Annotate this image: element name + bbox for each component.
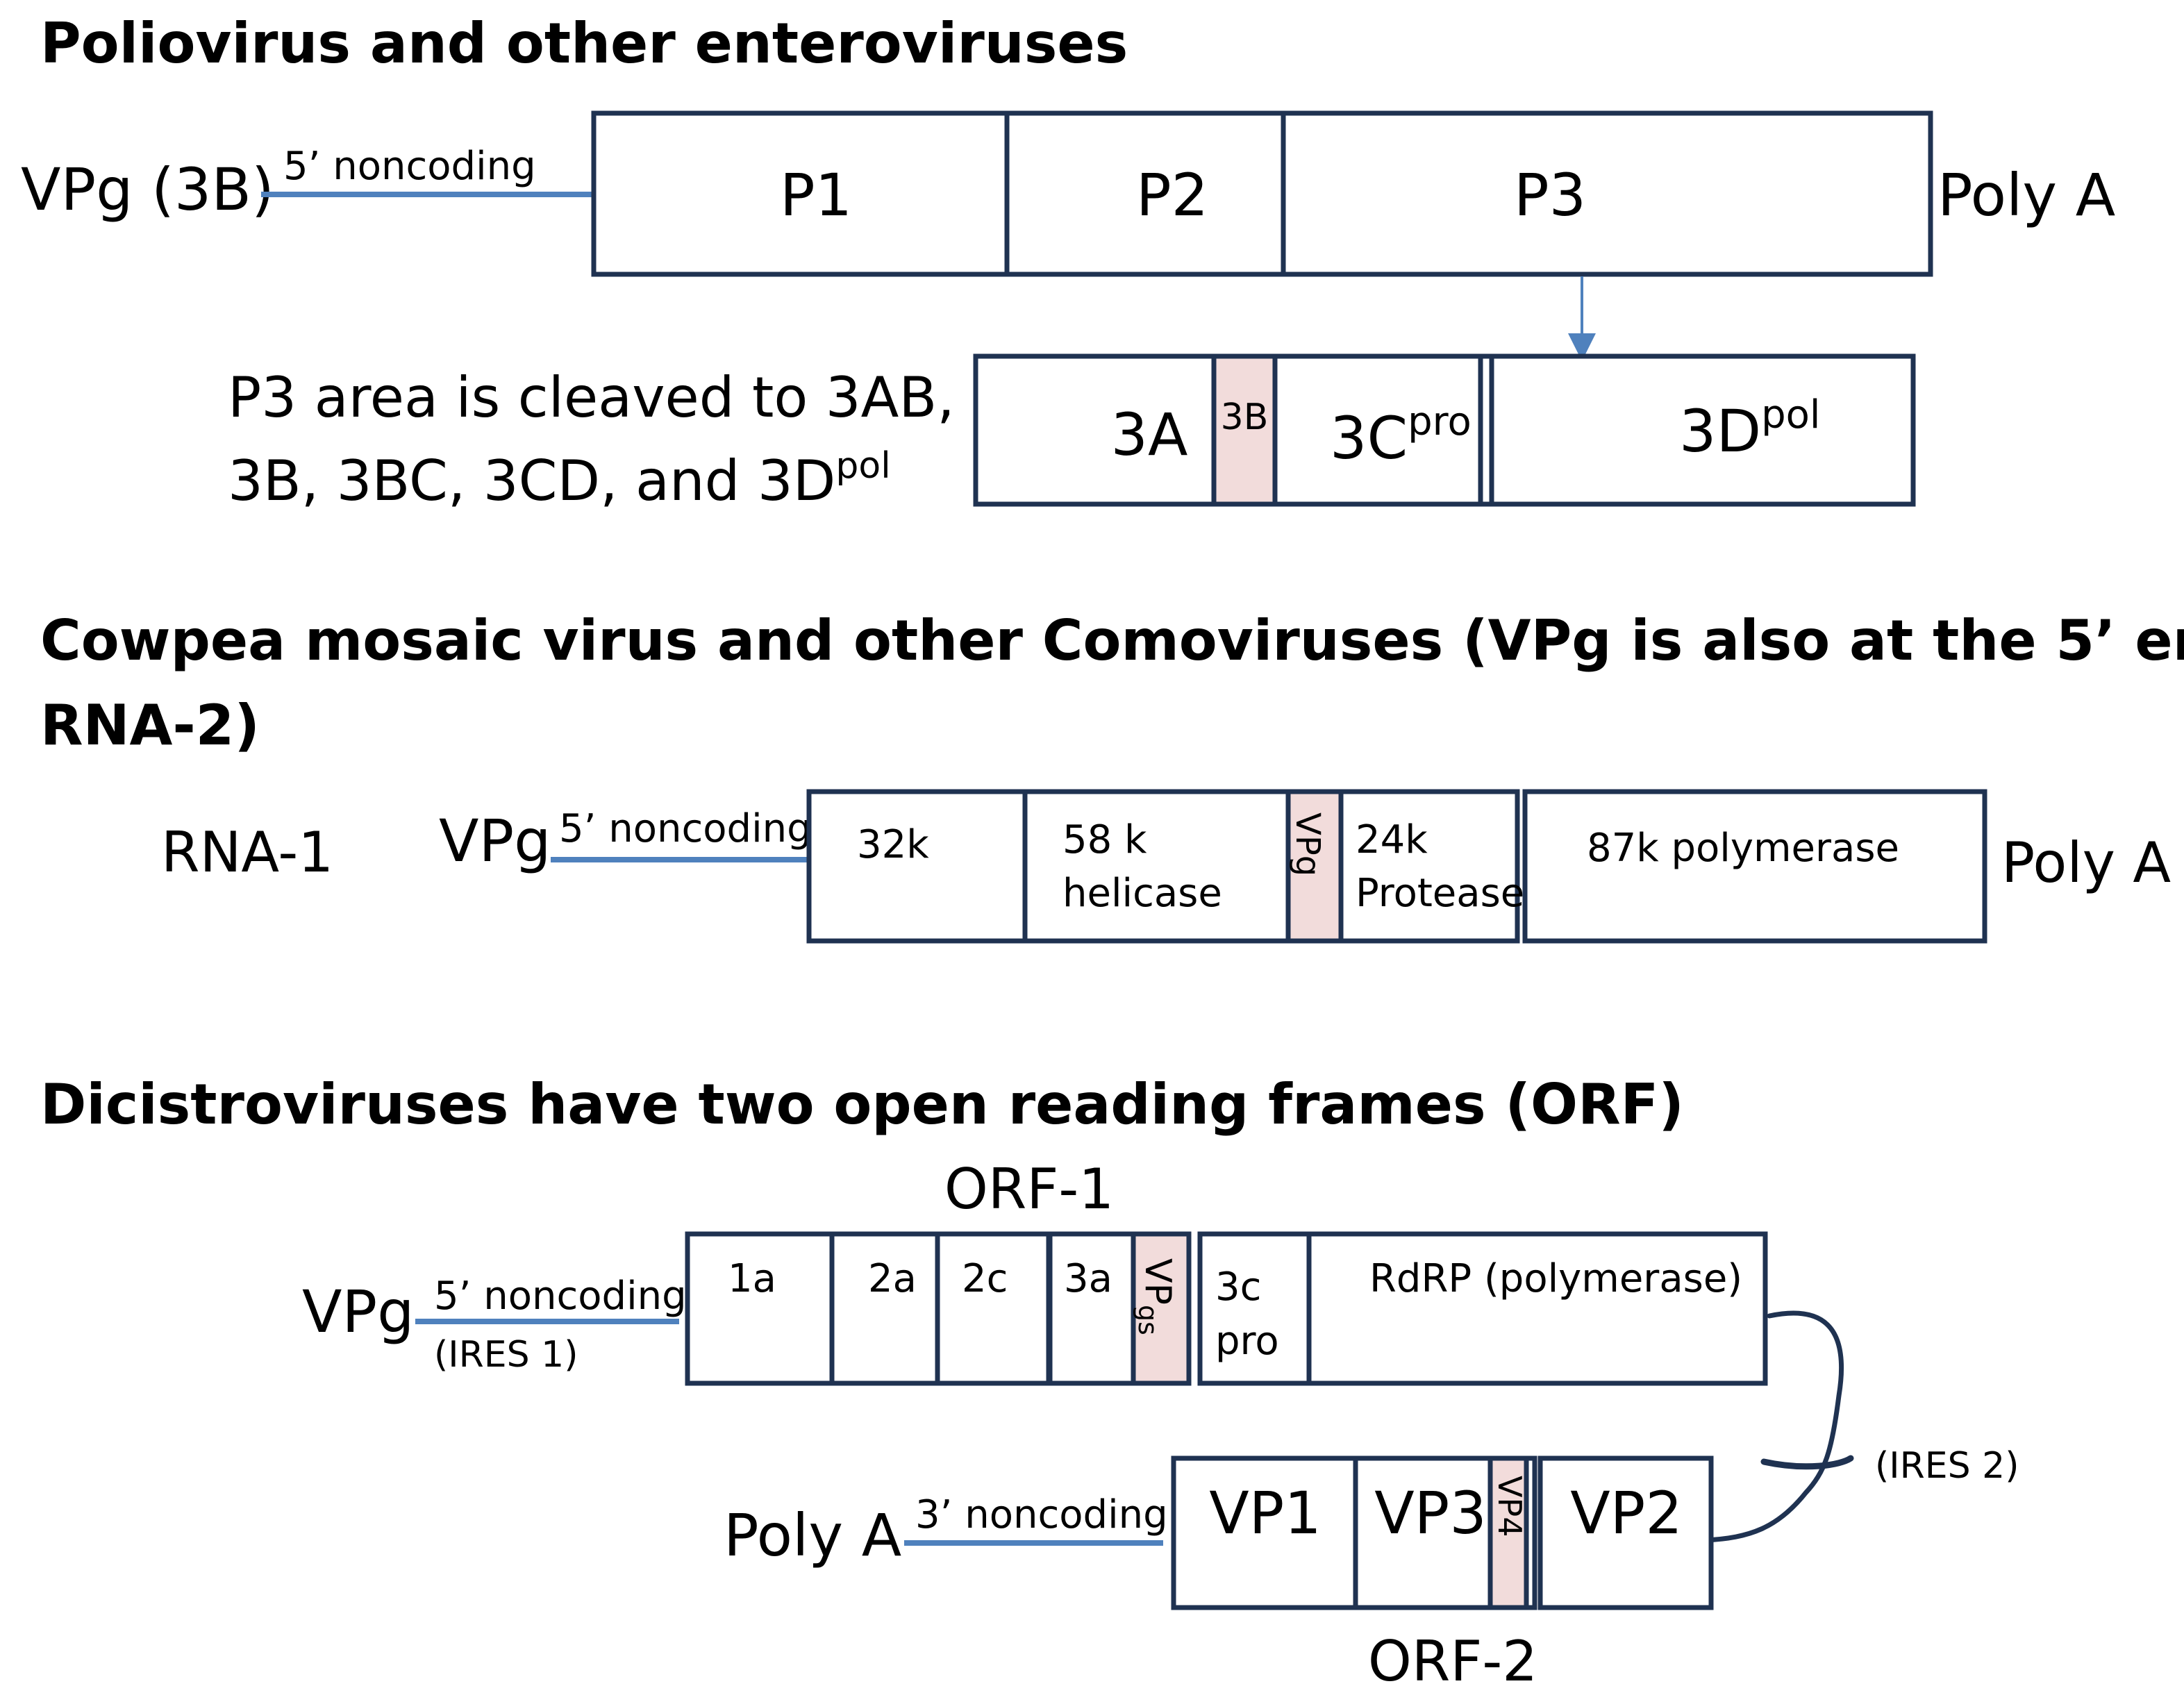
segment-vpg-gs: VPgs [1133,1258,1178,1335]
segment-3c-line2: pro [1215,1319,1279,1364]
dicistro-vpg-label: VPg [302,1278,414,1346]
segment-vp2: VP2 [1570,1479,1683,1547]
heading-poliovirus: Poliovirus and other enteroviruses [40,11,1128,76]
orf1-vpg-highlight [1131,1231,1192,1386]
orf2-vp4-highlight [1487,1455,1529,1610]
polio-polyprotein: P1 P2 P3 [591,110,1933,277]
segment-3c-line1: 3c [1215,1265,1261,1310]
comovirus-polyprotein: 32k 58 k helicase VPg 24k Protease 87k p… [806,789,1987,944]
comovirus-vpg-label: VPg [439,807,551,875]
orf-2-label: ORF-2 [1368,1629,1537,1694]
segment-3b: 3B [1221,397,1269,438]
heading-comovirus-line1: Cowpea mosaic virus and other Comoviruse… [40,608,2184,673]
segment-vp1: VP1 [1209,1479,1322,1547]
comovirus-vpg-highlight [1285,789,1344,944]
segment-vp3: VP3 [1374,1479,1487,1547]
orf-1-polyprotein: 1a 2a 2c 3a VPgs 3c pro RdRP (polymerase… [685,1231,1768,1386]
polio-polyprotein-box [591,110,1933,277]
segment-2a: 2a [868,1256,917,1301]
ires-2-label: (IRES 2) [1875,1445,2019,1487]
p3-products-box [973,353,1916,507]
orf2-box-b [1537,1455,1714,1610]
segment-58k-line1: 58 k [1062,817,1147,862]
polio-poly-a-label: Poly A [1937,161,2115,229]
segment-24k-line1: 24k [1356,817,1428,862]
orf1-box-c [1197,1231,1768,1386]
segment-87k-polymerase: 87k polymerase [1587,826,1899,871]
segment-32k: 32k [857,822,929,867]
segment-58k-line2: helicase [1062,871,1222,916]
dicistro-3-noncoding-label: 3’ noncoding [915,1492,1168,1537]
segment-24k-line2: Protease [1356,871,1524,916]
cleavage-text-line1: P3 area is cleaved to 3AB, [228,365,955,430]
segment-1a: 1a [728,1256,776,1301]
segment-3a: 3A [1111,401,1188,469]
segment-3b-highlight [1211,353,1278,507]
comovirus-box-a [806,789,1520,944]
heading-comovirus-line2: RNA-2) [40,693,260,758]
comovirus-poly-a-label: Poly A [2001,831,2171,895]
segment-vpg-comovirus: VPg [1288,812,1327,876]
ires-2-connector [1702,1310,1844,1543]
segment-vp4: VP4 [1491,1476,1528,1537]
segment-3c-pro: 3Cpro [1330,399,1472,472]
vpg-3b-label: VPg (3B) [21,156,274,224]
comovirus-box-b [1522,789,1987,944]
segment-2c: 2c [962,1256,1008,1301]
segment-rdrp-polymerase: RdRP (polymerase) [1369,1256,1742,1301]
rna-1-label: RNA-1 [161,820,333,885]
polio-5-noncoding-label: 5’ noncoding [283,144,536,189]
dicistro-5-noncoding-label: 5’ noncoding [434,1274,687,1319]
segment-3a-dicistro: 3a [1064,1256,1112,1301]
ires-2-connector-mark [1760,1455,1854,1470]
polio-p3-products: 3A 3B 3Cpro 3Dpol [973,353,1916,507]
comovirus-5-noncoding-label: 5’ noncoding [559,806,812,851]
dicistro-poly-a-label: Poly A [724,1501,901,1569]
cleavage-text-line2: 3B, 3BC, 3CD, and 3Dpol [228,445,891,513]
ires-1-label: (IRES 1) [434,1334,578,1376]
orf-1-label: ORF-1 [944,1157,1114,1221]
heading-dicistrovirus: Dicistroviruses have two open reading fr… [40,1072,1684,1137]
segment-p2: P2 [1136,161,1208,229]
segment-p3: P3 [1514,161,1586,229]
segment-p1: P1 [780,161,852,229]
segment-3d-pol: 3Dpol [1679,392,1821,465]
orf-2-polyprotein: VP1 VP3 VP4 VP2 [1171,1455,1714,1610]
